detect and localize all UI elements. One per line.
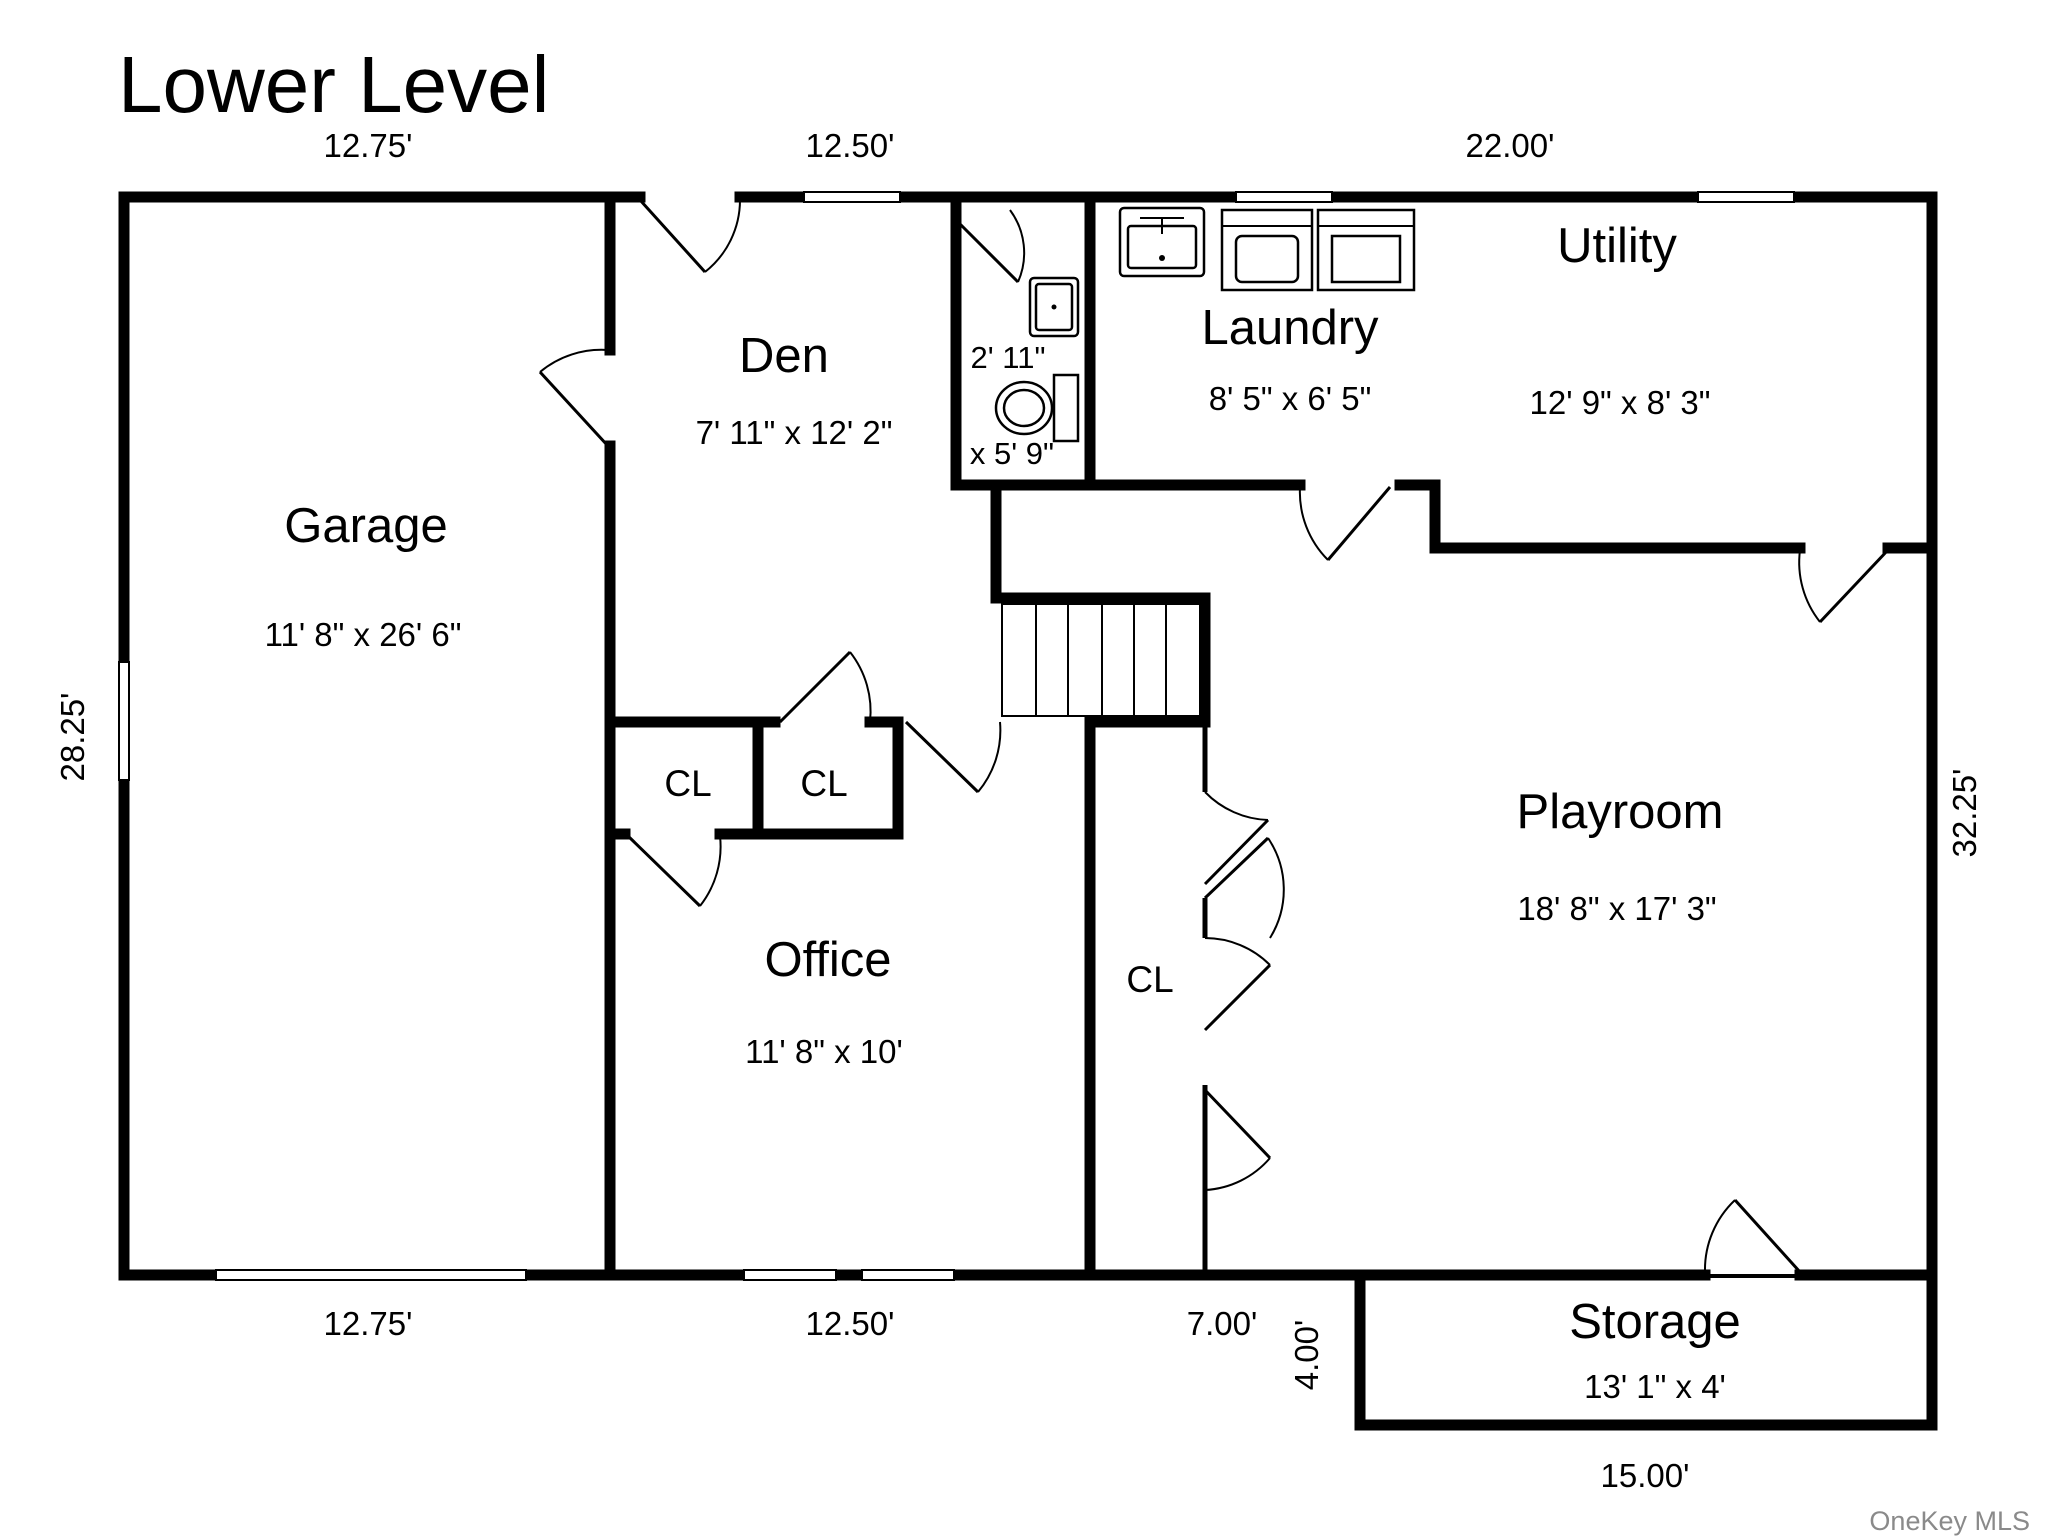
- closet-label-3: CL: [1126, 959, 1173, 1000]
- measure-top-mid: 12.50': [806, 127, 895, 164]
- room-labels: Garage 11' 8" x 26' 6" Den 7' 11" x 12' …: [265, 219, 1741, 1405]
- measurements: 12.75' 12.50' 22.00' 28.25' 32.25' 12.75…: [54, 127, 1983, 1494]
- bath-sink-icon: [1028, 276, 1080, 338]
- office-dims: 11' 8" x 10': [745, 1033, 903, 1070]
- measure-bottom-mid: 12.50': [806, 1305, 895, 1342]
- dryer-icon: [1316, 208, 1416, 292]
- windows: [118, 191, 1795, 1281]
- playroom-label: Playroom: [1517, 785, 1724, 839]
- measure-bottom-step: 7.00': [1187, 1305, 1258, 1342]
- bath-dim-a: 2' 11": [971, 340, 1046, 375]
- measure-top-left: 12.75': [324, 127, 413, 164]
- garage-label: Garage: [284, 499, 447, 553]
- playroom-dims: 18' 8" x 17' 3": [1517, 890, 1716, 927]
- garage-dims: 11' 8" x 26' 6": [265, 616, 462, 653]
- measure-left: 28.25': [54, 693, 91, 782]
- laundry-dims: 8' 5" x 6' 5": [1209, 380, 1372, 417]
- laundry-label: Laundry: [1201, 301, 1379, 355]
- laundry-sink-icon: [1118, 206, 1206, 278]
- office-label: Office: [764, 933, 891, 987]
- plan-title: Lower Level: [118, 40, 549, 129]
- measure-bottom-left: 12.75': [324, 1305, 413, 1342]
- storage-label: Storage: [1569, 1295, 1741, 1349]
- stairs: [1001, 603, 1201, 717]
- measure-top-right: 22.00': [1466, 127, 1555, 164]
- washer-icon: [1220, 208, 1314, 292]
- fixtures: [994, 206, 1416, 443]
- measure-storage-depth: 4.00': [1288, 1320, 1325, 1391]
- utility-label: Utility: [1557, 219, 1677, 273]
- measure-storage-width: 15.00': [1601, 1457, 1690, 1494]
- toilet-icon: [994, 373, 1080, 443]
- closet-label-1: CL: [664, 763, 711, 804]
- den-dims: 7' 11" x 12' 2": [696, 414, 893, 451]
- den-label: Den: [739, 329, 829, 383]
- storage-dims: 13' 1" x 4': [1584, 1368, 1726, 1405]
- closet-label-2: CL: [800, 763, 847, 804]
- measure-right: 32.25': [1946, 769, 1983, 858]
- doors: [538, 198, 1890, 1274]
- utility-dims: 12' 9" x 8' 3": [1530, 384, 1711, 421]
- bath-dim-b: x 5' 9": [970, 436, 1054, 471]
- watermark: OneKey MLS: [1869, 1506, 2030, 1536]
